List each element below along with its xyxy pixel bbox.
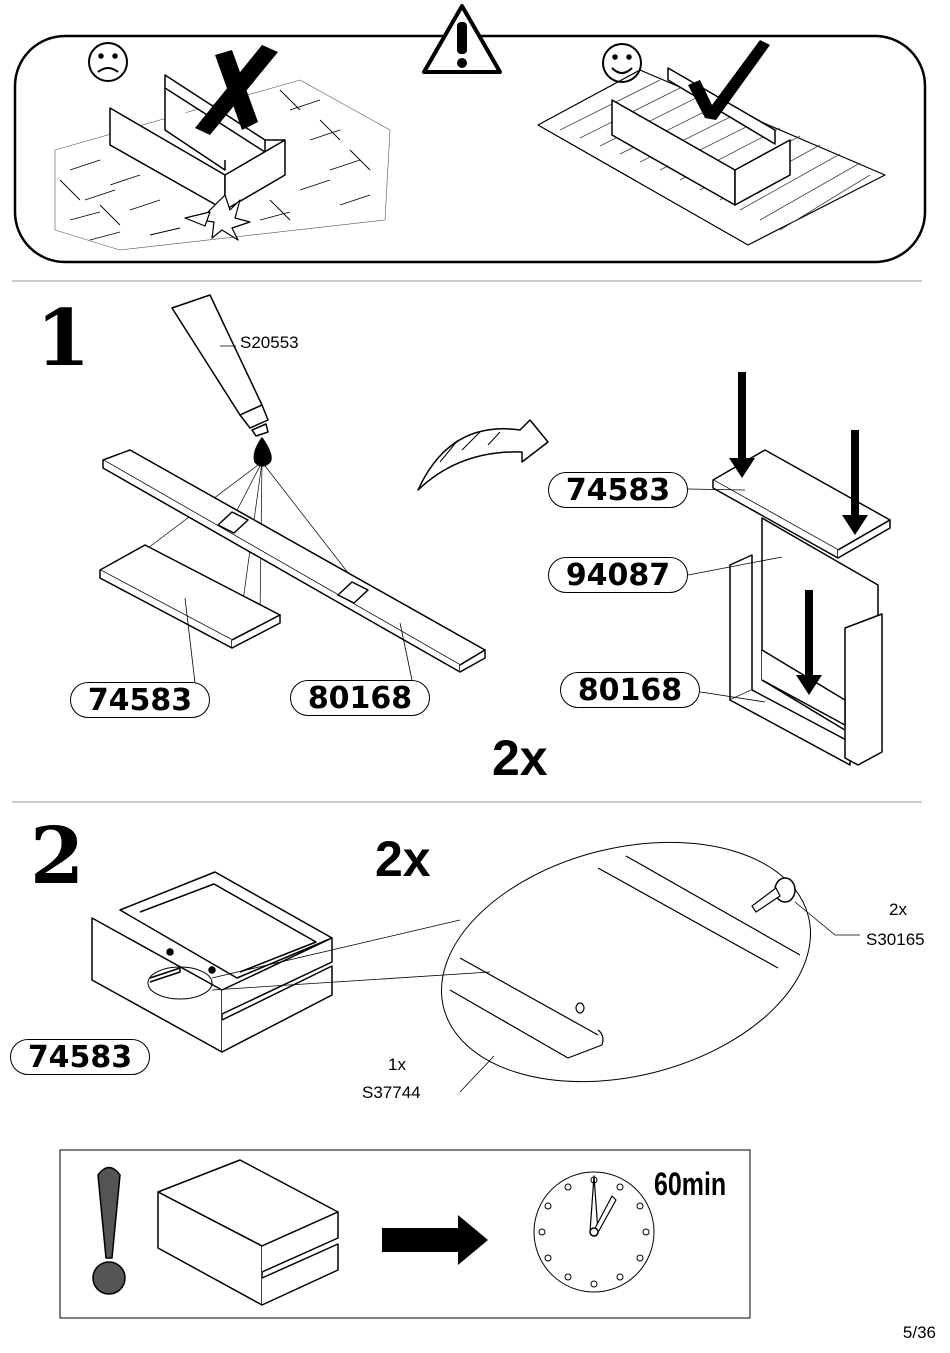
warning-panel — [13, 4, 927, 264]
swoosh-arrow-icon — [417, 419, 549, 491]
part-label-94087: 94087 — [548, 557, 688, 593]
zoom-detail — [449, 855, 801, 1059]
drawer-box — [91, 871, 333, 1053]
board-80168 — [102, 449, 486, 673]
tiled-floor — [54, 79, 391, 251]
step1-number: 1 — [36, 293, 90, 384]
handle-code: S37744 — [362, 1083, 421, 1102]
part-label-74583-right: 74583 — [548, 472, 688, 508]
step2-multiplier: 2x — [375, 831, 431, 887]
warning-triangle-icon — [422, 4, 502, 74]
part-label-74583-step2: 74583 — [10, 1039, 150, 1075]
zoom-ellipse — [441, 841, 811, 1083]
part-label-80168: 80168 — [290, 680, 430, 716]
part-label-74583: 74583 — [70, 682, 210, 718]
screw-qty: 2x — [889, 900, 907, 919]
leader-lines — [184, 345, 783, 703]
arrow-right-icon — [382, 1215, 488, 1265]
cross-mark-icon — [195, 45, 278, 135]
clock-icon — [533, 1171, 655, 1293]
screw-icons-small — [166, 948, 216, 974]
glue-code-label: S20553 — [240, 333, 299, 352]
smiling-face-icon — [602, 43, 642, 83]
step2-number: 2 — [30, 811, 84, 902]
exclamation-icon — [92, 1166, 126, 1295]
press-arrows — [729, 372, 868, 695]
page-number: 5/36 — [902, 1323, 936, 1342]
part-label-80168-right: 80168 — [560, 672, 700, 708]
handle-qty: 1x — [388, 1055, 406, 1074]
screw-code: S30165 — [866, 930, 925, 949]
detail-ellipse — [147, 966, 213, 1000]
crack-icon — [184, 194, 251, 241]
drawer-icon — [157, 1159, 339, 1306]
step1-multiplier: 2x — [492, 730, 548, 786]
drawer-on-tiles — [109, 74, 286, 211]
drying-panel — [59, 1149, 751, 1319]
assembled-frame — [712, 449, 891, 766]
frowning-face-icon — [88, 42, 128, 82]
board-74583 — [99, 544, 281, 649]
screw-icon — [751, 877, 796, 913]
drying-time: 60min — [654, 1166, 727, 1202]
step1-artwork — [99, 294, 891, 766]
glue-tube-icon — [171, 294, 272, 467]
step2-artwork — [91, 841, 860, 1093]
check-mark-icon — [688, 40, 770, 120]
